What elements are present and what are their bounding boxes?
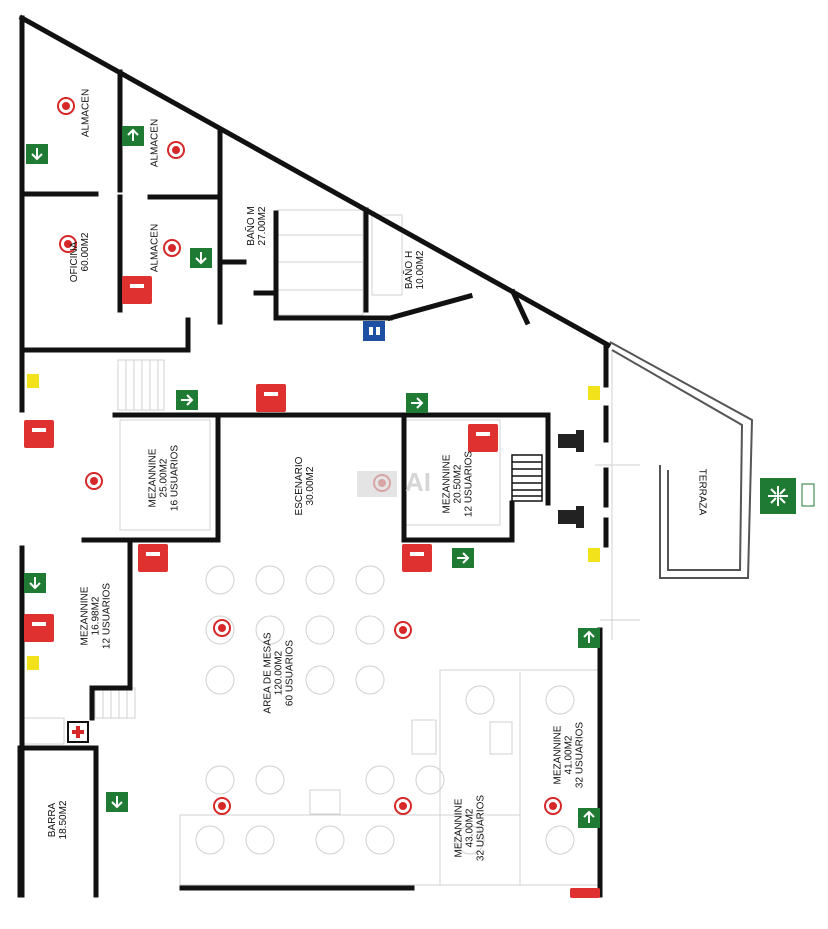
fire-extinguisher-icon — [256, 384, 286, 412]
room-label-mezzanine-1: MEZANNINE 25.00M2 16 USUARIOS — [147, 444, 181, 512]
fire-extinguisher-icon — [468, 424, 498, 452]
room-label-escenario: ESCENARIO 30.00M2 — [294, 456, 316, 516]
fire-extinguisher-icon — [402, 544, 432, 572]
exit-arrow-icon — [24, 573, 46, 593]
watermark-text: AI — [405, 467, 431, 497]
fire-alarm-target-icon — [167, 141, 185, 159]
room-label-mezzanine-3: MEZANNINE 16.98M2 12 USUARIOS — [79, 582, 113, 650]
fire-extinguisher-icon — [138, 544, 168, 572]
fire-alarm-target-icon — [163, 239, 181, 257]
room-label-oficina: OFICINA 60.00M2 — [69, 232, 91, 283]
exit-arrow-icon — [578, 808, 600, 828]
room-label-area-mesas: AREA DE MESAS 120.00M2 60 USUARIOS — [262, 632, 296, 714]
emergency-light-icon — [27, 656, 39, 670]
exit-arrow-icon — [26, 144, 48, 164]
alarms — [57, 97, 562, 815]
fire-alarm-target-icon — [59, 235, 77, 253]
fire-alarm-target-icon — [213, 619, 231, 637]
extinguishers — [24, 276, 600, 898]
room-label-barra: BARRA 18.50M2 — [47, 800, 69, 840]
stairs — [511, 454, 543, 502]
yellow-markers — [27, 374, 600, 670]
watermark-box — [357, 471, 397, 497]
exit-arrow-icon — [452, 548, 474, 568]
room-label-mezzanine-4: MEZANNINE 41.00M2 32 USUARIOS — [552, 721, 586, 789]
assembly-point-icon — [760, 478, 815, 514]
watermark: AI — [357, 463, 439, 501]
emergency-light-icon — [588, 548, 600, 562]
fire-alarm-target-icon — [394, 797, 412, 815]
fire-extinguisher-icon — [570, 888, 600, 898]
room-label-mezzanine-5: MEZANNINE 43.00M2 32 USUARIOS — [453, 794, 487, 862]
exit-arrow-icon — [406, 393, 428, 413]
fire-alarm-target-icon — [544, 797, 562, 815]
fire-alarm-target-icon — [57, 97, 75, 115]
exit-arrow-icon — [578, 628, 600, 648]
fire-extinguisher-icon — [24, 614, 54, 642]
room-label-bano-h: BAÑO H 10.00M2 — [404, 250, 426, 290]
furniture-layer — [21, 209, 640, 886]
emergency-light-icon — [27, 374, 39, 388]
room-label-mezzanine-2: MEZANNINE 20.50M2 12 USUARIOS — [441, 450, 475, 518]
fire-extinguisher-icon — [24, 420, 54, 448]
fire-extinguisher-icon — [122, 276, 152, 304]
exit-arrow-icon — [106, 792, 128, 812]
fire-alarm-target-icon — [85, 472, 103, 490]
first-aid-icon — [67, 721, 89, 743]
electrical-panel-icon — [363, 321, 385, 341]
walls — [17, 14, 612, 898]
terraza-outline — [609, 341, 754, 579]
room-label-almacen-1: ALMACEN — [80, 88, 92, 138]
exit-signs — [24, 126, 600, 828]
room-label-terraza: TERRAZA — [696, 468, 708, 516]
exit-arrow-icon — [122, 126, 144, 146]
fire-alarm-target-icon — [213, 797, 231, 815]
room-label-almacen-3: ALMACEN — [149, 223, 161, 273]
fire-alarm-target-icon — [394, 621, 412, 639]
exit-arrow-icon — [176, 390, 198, 410]
room-label-almacen-2: ALMACEN — [149, 118, 161, 168]
room-label-bano-m: BAÑO M 27.00M2 — [246, 206, 268, 246]
exit-arrow-icon — [190, 248, 212, 268]
emergency-light-icon — [588, 386, 600, 400]
emergency-light-icon — [558, 430, 584, 528]
